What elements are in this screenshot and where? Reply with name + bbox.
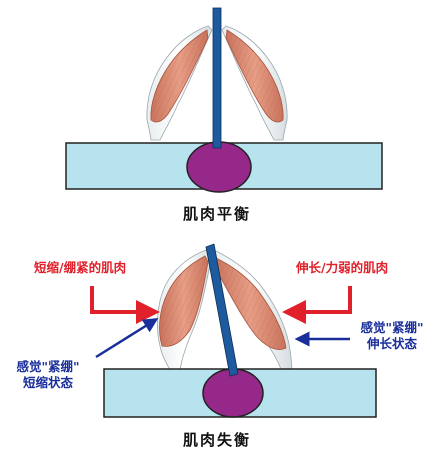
spine-rod-tilted	[205, 243, 239, 377]
right-muscle-lengthened	[209, 249, 293, 373]
joint-imbalanced	[202, 368, 264, 418]
label-tight-lengthened-line1: 感觉"紧绷"	[360, 320, 424, 335]
joint-balanced	[186, 141, 252, 193]
caption-balanced: 肌肉平衡	[182, 205, 251, 223]
label-tight-shortened-line2: 短缩状态	[22, 375, 73, 390]
blue-arrow-left	[95, 318, 159, 359]
label-tight-shortened-line1: 感觉"紧绷"	[16, 359, 80, 374]
left-muscle-shortened	[157, 249, 213, 371]
label-tight-lengthened: 感觉"紧绷" 伸长状态	[352, 320, 432, 352]
label-tight-shortened: 感觉"紧绷" 短缩状态	[8, 359, 88, 391]
imbalanced-panel	[90, 243, 377, 418]
caption-imbalanced: 肌肉失衡	[182, 431, 251, 449]
label-lengthened-muscle: 伸长/力弱的肌肉	[296, 260, 389, 275]
label-tight-lengthened-line2: 伸长状态	[366, 336, 417, 351]
red-arrow-left	[90, 286, 160, 324]
right-muscle-balanced	[221, 25, 288, 141]
spine-rod-balanced	[212, 7, 222, 149]
balanced-panel	[65, 7, 383, 193]
left-muscle-balanced	[146, 25, 213, 141]
red-arrow-right	[282, 286, 352, 324]
label-shortened-muscle: 短缩/绷紧的肌肉	[34, 260, 127, 275]
